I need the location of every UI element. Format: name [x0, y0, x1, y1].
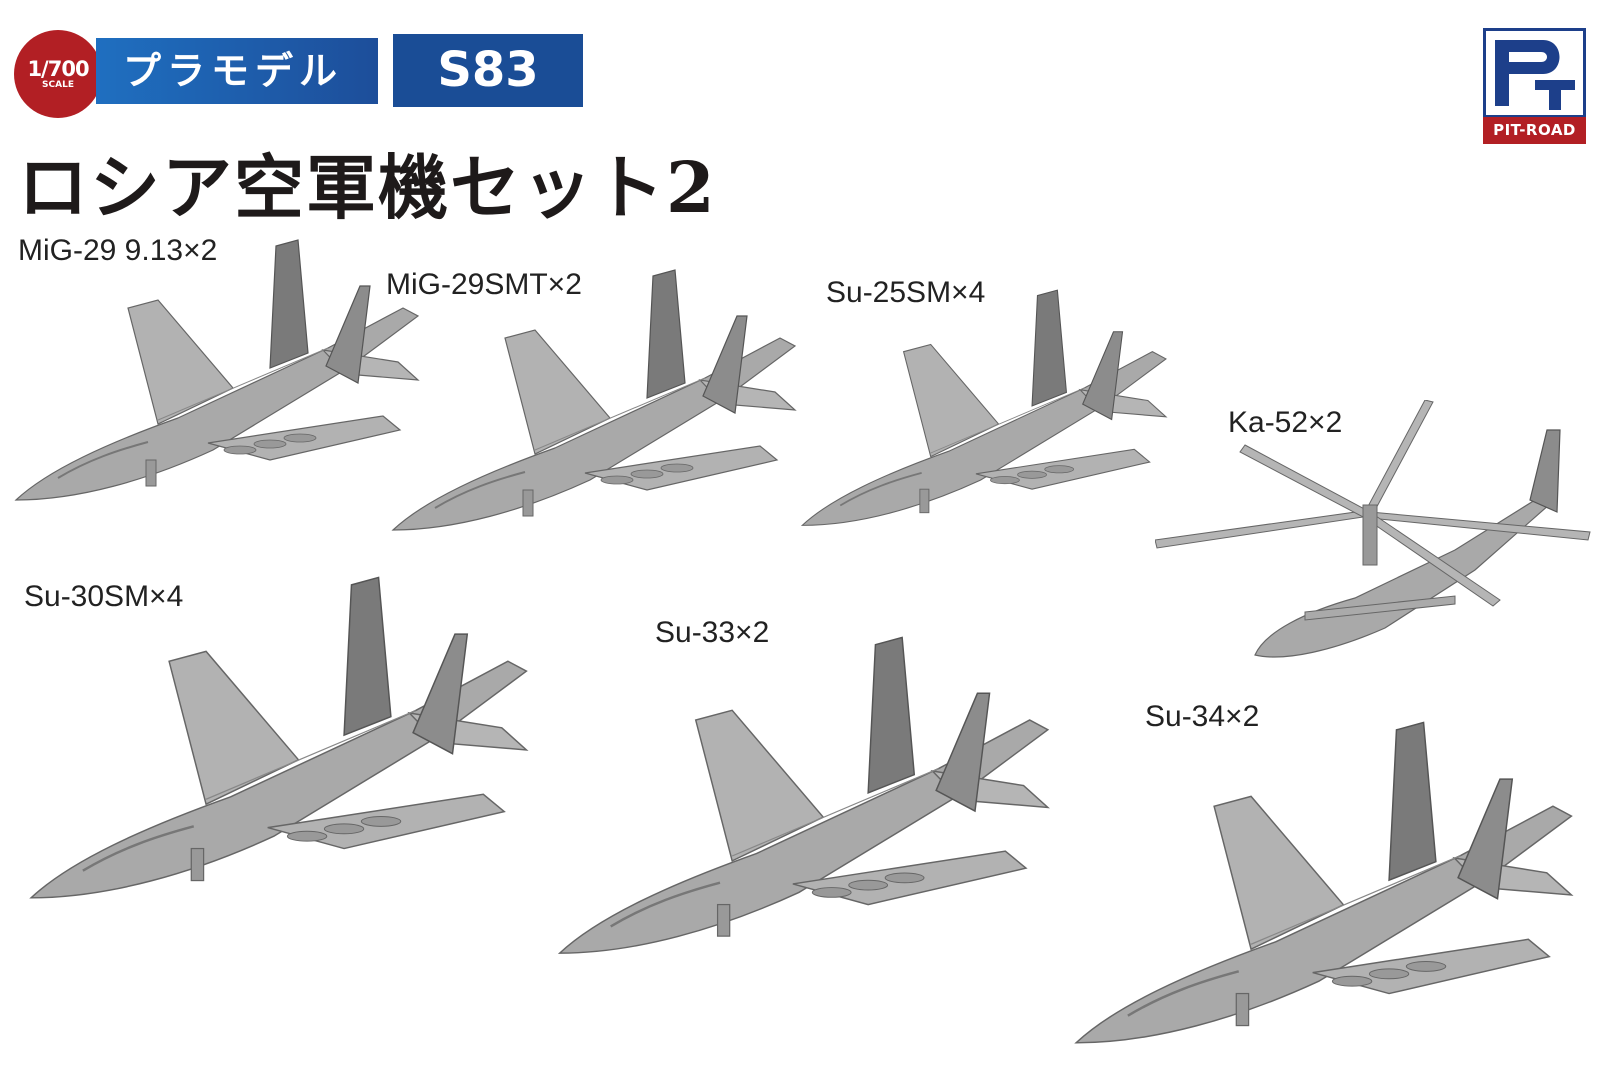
model-label-su25sm: Su-25SM×4 — [826, 276, 986, 309]
model-label-su33: Su-33×2 — [655, 616, 770, 649]
mig29-model-image — [8, 238, 428, 518]
category-banner: プラモデル — [96, 38, 378, 104]
product-code: S83 — [393, 34, 583, 107]
ka52-model-image — [1155, 400, 1595, 680]
model-label-ka52: Ka-52×2 — [1228, 406, 1343, 439]
model-label-mig29: MiG-29 9.13×2 — [18, 234, 218, 267]
brand-logo: PIT-ROAD — [1483, 28, 1586, 144]
model-label-mig29smt: MiG-29SMT×2 — [386, 268, 582, 301]
scale-caption: SCALE — [42, 80, 74, 90]
scale-badge: 1/700 SCALE — [14, 30, 102, 118]
page-title: ロシア空軍機セット2 — [18, 146, 717, 229]
su25sm-model-image — [795, 280, 1175, 550]
su33-model-image — [540, 635, 1070, 975]
su30sm-model-image — [10, 575, 550, 920]
mig29smt-model-image — [385, 268, 805, 548]
pit-road-logo-icon — [1483, 28, 1586, 118]
su34-model-image — [1055, 720, 1595, 1065]
brand-name: PIT-ROAD — [1483, 117, 1586, 144]
model-label-su34: Su-34×2 — [1145, 700, 1260, 733]
scale-ratio: 1/700 — [27, 57, 89, 81]
model-label-su30sm: Su-30SM×4 — [24, 580, 184, 613]
